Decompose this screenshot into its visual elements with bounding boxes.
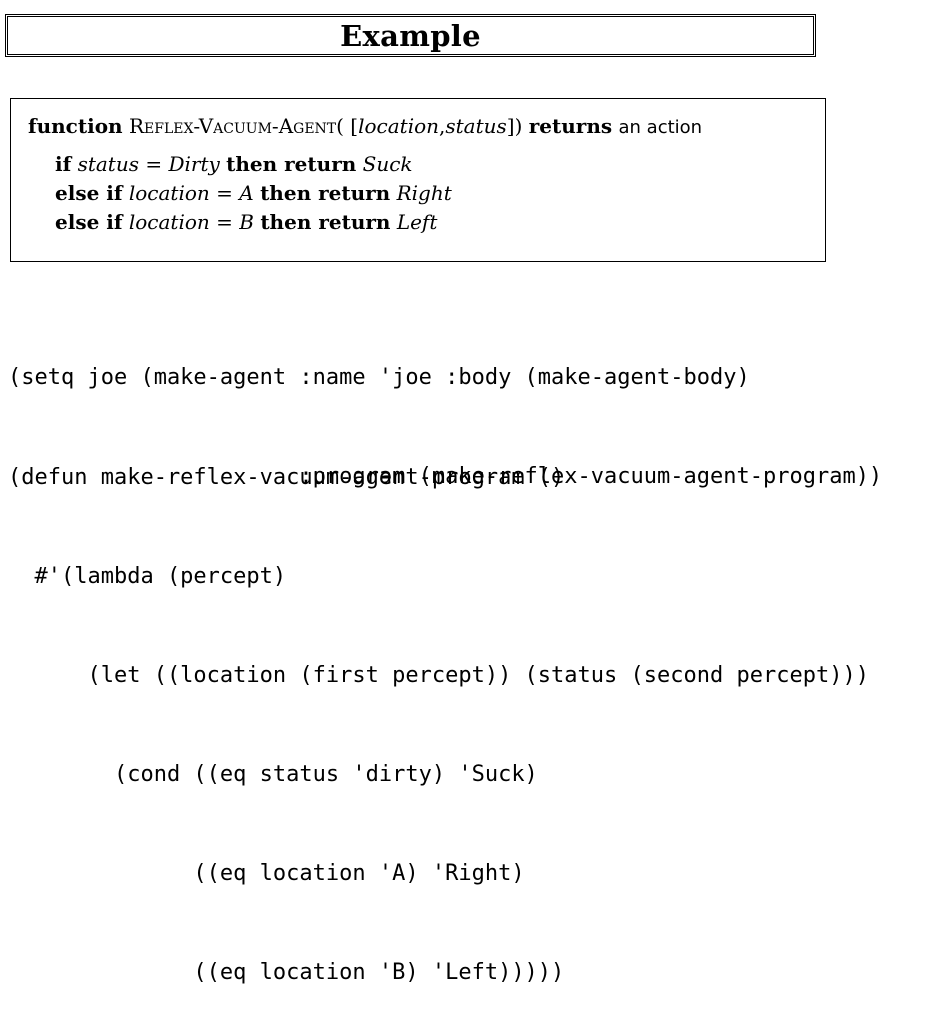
keyword-then-return: then return: [260, 181, 391, 205]
keyword-then-return: then return: [226, 152, 357, 176]
arg-status: status: [445, 114, 507, 138]
lisp-code-setq: (setq joe (make-agent :name 'joe :body (…: [8, 295, 882, 526]
code-line: #'(lambda (percept): [8, 564, 287, 589]
code-line: ((eq location 'A) 'Right): [8, 861, 525, 886]
function-header: function Reflex-Vacuum-Agent( [location,…: [28, 116, 702, 137]
code-line: (let ((location (first percept)) (status…: [8, 663, 869, 688]
keyword-if: if: [55, 152, 72, 176]
keyword-else-if: else if: [55, 181, 123, 205]
equals-sign: =: [138, 152, 169, 176]
code-line: (cond ((eq status 'dirty) 'Suck): [8, 762, 538, 787]
value: A: [239, 181, 254, 205]
code-line: :program (make-reflex-vacuum-agent-progr…: [8, 464, 883, 489]
args-close: ]): [506, 114, 523, 138]
function-keyword: function: [28, 114, 123, 138]
code-line: (setq joe (make-agent :name 'joe :body (…: [8, 365, 750, 390]
returns-keyword: returns: [528, 114, 613, 138]
title-box: Example: [5, 14, 816, 57]
keyword-else-if: else if: [55, 210, 123, 234]
value: B: [239, 210, 254, 234]
variable: status: [77, 152, 139, 176]
code-line: ((eq location 'B) 'Left))))): [8, 960, 565, 985]
arg-location: location: [358, 114, 440, 138]
lisp-code-defun: (defun make-reflex-vacuum-agent-program …: [8, 395, 869, 1022]
page-title: Example: [340, 18, 481, 53]
pseudocode-line: else if location = A then return Right: [55, 183, 452, 203]
args-comma: ,: [439, 114, 446, 138]
equals-sign: =: [209, 181, 240, 205]
equals-sign: =: [209, 210, 240, 234]
variable: location: [128, 210, 210, 234]
code-line: (defun make-reflex-vacuum-agent-program …: [8, 465, 565, 490]
value: Dirty: [168, 152, 220, 176]
pseudocode-box: function Reflex-Vacuum-Agent( [location,…: [10, 98, 826, 262]
args-open: ( [: [336, 114, 359, 138]
function-name: Reflex-Vacuum-Agent: [128, 114, 337, 138]
variable: location: [128, 181, 210, 205]
action: Left: [396, 210, 438, 234]
action: Suck: [362, 152, 413, 176]
action: Right: [396, 181, 452, 205]
keyword-then-return: then return: [260, 210, 391, 234]
pseudocode-line: else if location = B then return Left: [55, 212, 437, 232]
returns-text: an action: [618, 117, 703, 138]
pseudocode-line: if status = Dirty then return Suck: [55, 154, 413, 174]
